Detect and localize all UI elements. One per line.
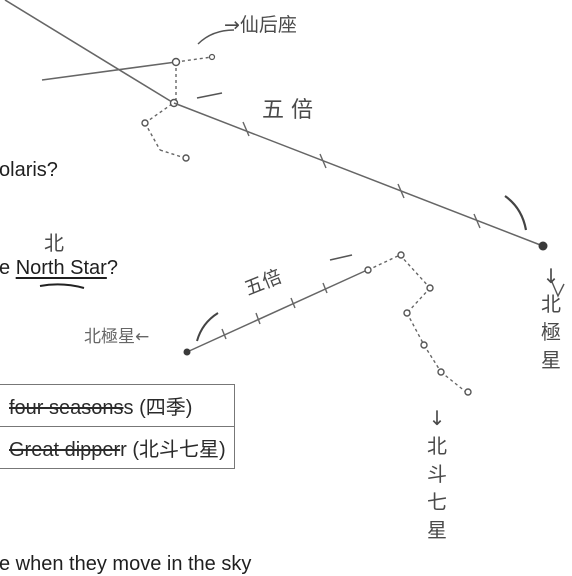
question-north-star: e North Star? <box>0 257 118 280</box>
kept-term: s (四季) <box>123 397 193 419</box>
dipper-link <box>406 312 425 346</box>
question-polaris: olaris? <box>0 159 58 181</box>
char: 北 <box>427 434 447 458</box>
bracket-arc <box>196 312 219 342</box>
tick-mark <box>242 121 250 137</box>
dipper-star <box>364 266 372 274</box>
cassiopeia-guide-line <box>4 0 173 103</box>
char: 星 <box>541 348 561 372</box>
char: 斗 <box>427 462 447 486</box>
down-arrow: ↓ <box>542 264 560 288</box>
kept-term: r (北斗七星) <box>120 439 226 461</box>
bracket-arc <box>504 195 528 231</box>
short-dash <box>196 92 223 99</box>
cassiopeia-star <box>182 154 190 162</box>
north-star-term: North Star <box>15 257 107 279</box>
question-prefix: e <box>0 257 16 279</box>
dipper-link <box>423 344 442 373</box>
table-row: Great dipperr (北斗七星) <box>0 426 235 469</box>
big-dipper-label-vertical: ↓ 北 斗 七 星 <box>424 404 450 544</box>
polaris-label-vertical: ↓ 北 極 星 <box>538 262 564 374</box>
dipper-link <box>406 287 431 314</box>
right-arrow-mark <box>551 281 565 298</box>
tick-mark <box>473 213 481 229</box>
struck-term: Great dipper <box>9 439 121 461</box>
dipper-link <box>399 254 431 289</box>
question-bottom: e when they move in the sky <box>0 553 252 575</box>
cassiopeia-link <box>144 103 173 124</box>
struck-term: four seasons <box>9 397 124 419</box>
polaris-label-left: 北極星← <box>84 327 150 347</box>
dipper-link <box>440 371 467 393</box>
polaris-star-right <box>538 241 548 251</box>
dipper-star <box>397 251 405 259</box>
table-cell: four seasonss (四季) <box>0 384 235 427</box>
cassiopeia-link <box>144 122 161 151</box>
dipper-link <box>367 254 401 271</box>
table-row: four seasonss (四季) <box>0 384 235 427</box>
five-times-line-lower <box>186 270 366 353</box>
north-char-label: 北 <box>44 231 64 255</box>
underline-stroke <box>39 283 85 289</box>
char: 北 <box>541 292 561 316</box>
question-suffix: ? <box>106 257 118 279</box>
five-times-line-upper <box>173 102 544 247</box>
char: 七 <box>427 490 447 514</box>
tick-mark <box>255 312 261 325</box>
tick-mark <box>221 328 227 340</box>
dipper-star <box>426 284 434 292</box>
tick-mark <box>322 282 328 294</box>
vocabulary-table: four seasonss (四季) Great dipperr (北斗七星) <box>0 384 235 469</box>
short-dash <box>329 254 353 261</box>
dipper-star <box>403 309 411 317</box>
cassiopeia-star <box>171 57 181 67</box>
down-arrow: ↓ <box>428 406 446 430</box>
cassiopeia-label: →仙后座 <box>224 14 297 36</box>
char: 極 <box>541 320 561 344</box>
cassiopeia-link <box>159 149 186 159</box>
dipper-star <box>420 341 428 349</box>
cassiopeia-arrow <box>197 29 235 45</box>
cassiopeia-star <box>208 53 216 61</box>
dipper-star <box>437 368 445 376</box>
cassiopeia-baseline <box>41 61 177 81</box>
dipper-star <box>464 388 472 396</box>
polaris-star-left <box>183 348 191 356</box>
char: 星 <box>427 518 447 542</box>
five-times-label-upper: 五 倍 <box>262 98 313 123</box>
tick-mark <box>290 297 296 309</box>
table-cell: Great dipperr (北斗七星) <box>0 426 235 469</box>
tick-mark <box>319 153 327 169</box>
cassiopeia-link <box>175 56 213 63</box>
tick-mark <box>397 183 405 199</box>
cassiopeia-star <box>141 119 149 127</box>
